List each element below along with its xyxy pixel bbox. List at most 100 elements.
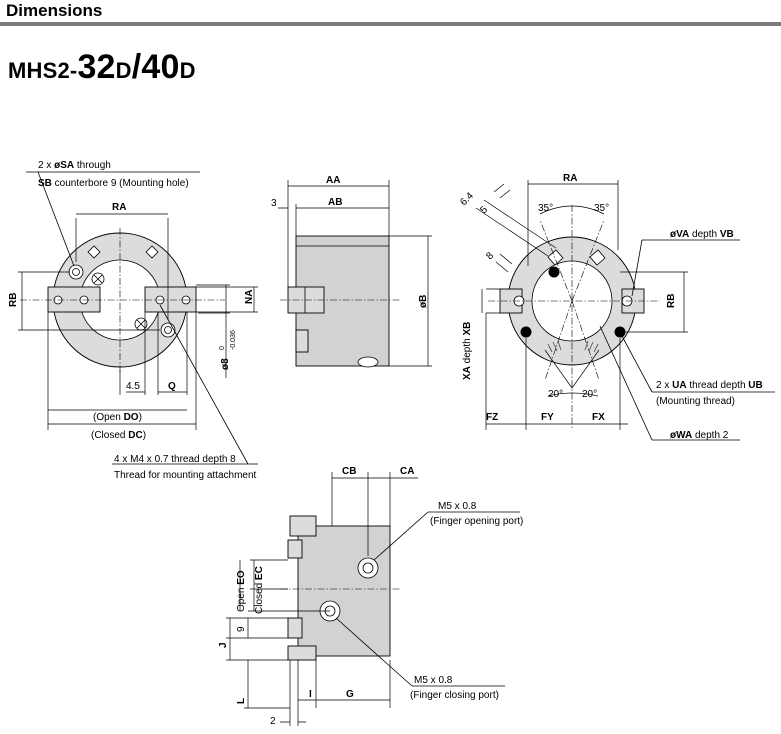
- port2-note: (Finger closing port): [410, 690, 499, 701]
- rear-ra-label: RA: [563, 173, 577, 184]
- mounting-thread-hole: [614, 326, 626, 338]
- closed-dc: (Closed DC): [91, 430, 146, 441]
- rear-rb-dim: [620, 271, 688, 333]
- tol-lower: -0.036: [230, 330, 237, 350]
- section-header: Dimensions: [0, 0, 781, 28]
- angle-arc-bottom: [544, 349, 600, 397]
- cb-ca-dims: [331, 472, 418, 556]
- model-slash: /: [131, 48, 142, 86]
- rear-notch-left: [547, 249, 564, 266]
- mounting-thread-hole: [520, 326, 532, 338]
- hole-leader: [26, 171, 200, 267]
- ab-dim: [278, 204, 389, 236]
- fx-label: FX: [592, 412, 605, 423]
- rear-view: RA 35° 35° 6.4 5 8 øVA depth VB RB XA de…: [458, 173, 775, 441]
- j-9-dims: [226, 617, 288, 661]
- angle-20-right: 20°: [582, 389, 597, 400]
- angle-35-left: 35°: [538, 203, 553, 214]
- ec-callout: Closed EC: [254, 566, 265, 614]
- thread-leader: [112, 304, 258, 465]
- b-dim: [389, 235, 432, 367]
- bottom-finger-low: [287, 617, 303, 639]
- va-leader: [631, 239, 740, 297]
- cb-label: CB: [342, 466, 356, 477]
- thread-note: Thread for mounting attachment: [114, 470, 257, 481]
- dim-3: 3: [271, 198, 277, 209]
- open-do: (Open DO): [93, 412, 142, 423]
- ra-dim: [75, 213, 169, 320]
- side-rail: [295, 329, 309, 353]
- eo-ec-dims: [239, 559, 330, 612]
- port1-note: (Finger opening port): [430, 516, 523, 527]
- port1-leader: [373, 511, 520, 561]
- screw-cross: [93, 274, 103, 284]
- port-thread: [362, 562, 374, 574]
- port-hatch-left: [547, 340, 562, 353]
- ca-label: CA: [400, 466, 414, 477]
- side-view: AA AB 3 øB: [271, 175, 432, 368]
- model-size-1: 32: [77, 48, 116, 86]
- ua-leader: [621, 335, 775, 393]
- through-hole: [164, 326, 172, 334]
- port2-leader: [335, 617, 505, 687]
- na-label: NA: [244, 290, 255, 304]
- eo-callout: Open EO: [236, 570, 247, 612]
- model-prefix: MHS2-: [8, 58, 78, 83]
- angle-arc-top: [539, 205, 605, 215]
- slot-dims: [475, 183, 557, 257]
- tol-upper: 0: [219, 346, 226, 350]
- section-title: Dimensions: [6, 1, 103, 20]
- fz-label: FZ: [486, 412, 498, 423]
- rb-label: RB: [8, 293, 19, 307]
- xa-dim: [481, 288, 500, 314]
- port2-label: M5 x 0.8: [414, 675, 453, 686]
- hole-callout: 2 x øSA through: [38, 160, 111, 171]
- front-notch-right: [145, 245, 159, 259]
- thread-callout: 4 x M4 x 0.7 thread depth 8: [114, 454, 236, 465]
- ab-label: AB: [328, 197, 342, 208]
- rb-dim: [18, 271, 160, 331]
- wa-callout: øWA depth 2: [670, 430, 729, 441]
- j-label: J: [218, 642, 229, 648]
- screw-cross: [136, 319, 146, 329]
- shaft-label: ø8: [220, 358, 231, 370]
- fz-fy-fx-dims: [485, 313, 628, 430]
- xa-callout: XA depth XB: [462, 322, 473, 380]
- rear-notch-right: [589, 249, 606, 266]
- model-size-2: 40: [141, 48, 180, 86]
- dim-45: 4.5: [126, 381, 140, 392]
- aa-label: AA: [326, 175, 340, 186]
- dim-8: 8: [484, 250, 496, 262]
- model-suffix-1: D: [115, 58, 132, 83]
- dim-5: 5: [478, 204, 490, 216]
- l-label: L: [236, 698, 247, 704]
- front-center-lines: [20, 228, 225, 372]
- model-number: MHS2-32D/40D: [8, 48, 196, 87]
- sb-callout: SB counterbore 9 (Mounting hole): [38, 178, 189, 189]
- model-suffix-2: D: [179, 58, 196, 83]
- ua-callout: 2 x UA thread depth UB: [656, 380, 763, 391]
- mount-thread-note: (Mounting thread): [656, 396, 735, 407]
- ra-label: RA: [112, 202, 126, 213]
- through-hole: [72, 268, 80, 276]
- bottom-body: [297, 525, 391, 657]
- b-label: øB: [418, 295, 429, 308]
- dim-8-lines: [495, 253, 513, 273]
- do-dc-dims: [47, 312, 197, 430]
- rear-rb-label: RB: [666, 294, 677, 308]
- side-port: [357, 356, 379, 368]
- port1-label: M5 x 0.8: [438, 501, 477, 512]
- dim-9: 9: [236, 626, 247, 632]
- i-label: I: [309, 689, 312, 700]
- g-label: G: [346, 689, 354, 700]
- dim-2: 2: [270, 716, 276, 727]
- front-view: RA RB NA ø8 0 -0.036 4.5 Q (Open DO) (Cl…: [8, 160, 258, 481]
- shaft-dim: [196, 284, 230, 378]
- rear-center-lines: [488, 205, 660, 430]
- mounting-thread-hole: [548, 266, 560, 278]
- rear-ra-dim: [527, 180, 619, 266]
- bottom-finger-base: [287, 645, 317, 661]
- na-dim: [196, 286, 258, 313]
- l-i-g-dims: [244, 660, 391, 726]
